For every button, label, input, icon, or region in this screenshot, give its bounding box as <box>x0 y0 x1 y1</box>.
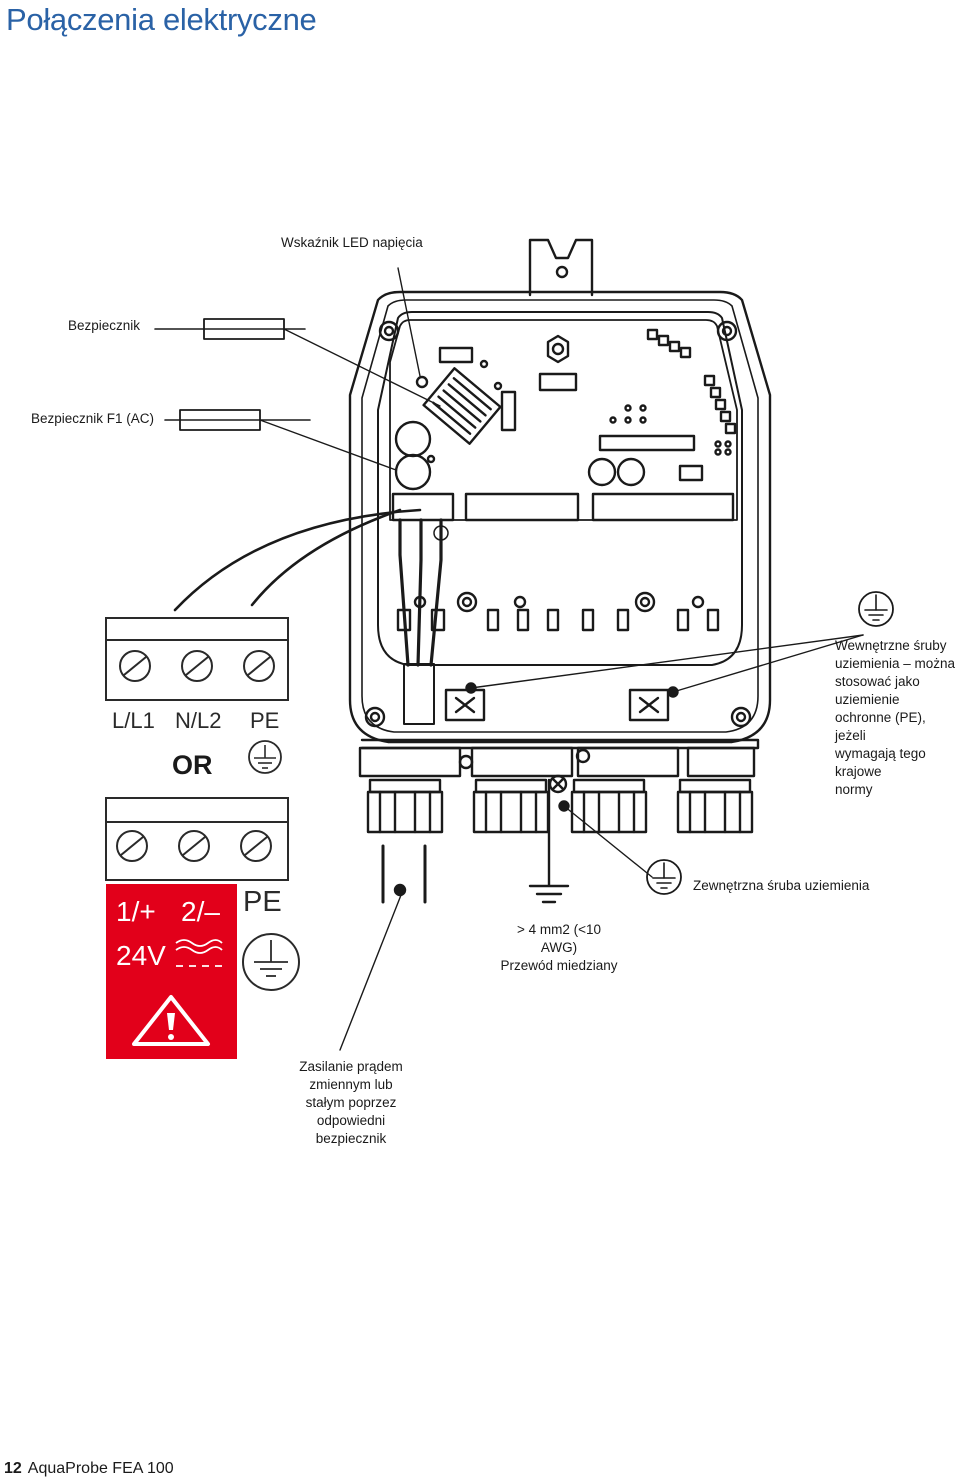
ac-terminal-enlarged <box>105 617 289 701</box>
led-label: Wskaźnik LED napięcia <box>281 235 423 250</box>
or-label: OR <box>172 750 213 780</box>
fuse-f1-label: Bezpiecznik F1 (AC) <box>31 411 155 426</box>
capacitor-2 <box>394 453 432 491</box>
signal-terminal-block-1 <box>464 492 580 522</box>
copper-wire-label: > 4 mm2 (<10 AWG) Przewód miedziany <box>500 922 618 973</box>
warning-triangle-icon <box>132 995 210 1046</box>
terminal-p2-label: 2/– <box>181 896 220 927</box>
signal-terminal-block-2 <box>591 492 735 522</box>
page-number: 12 <box>4 1460 22 1477</box>
page-title: Połączenia elektryczne <box>6 2 317 37</box>
terminal-dc-pe-label: PE <box>243 886 282 918</box>
internal-screws-label: Wewnętrzne śruby uziemienia – można stos… <box>835 638 956 797</box>
voltage-label: 24V <box>116 940 166 971</box>
capacitor-1 <box>394 420 432 458</box>
terminal-n2-label: N/L2 <box>175 708 222 733</box>
fuse-label: Bezpiecznik <box>68 318 141 333</box>
terminal-pe-label: PE <box>250 708 280 733</box>
page-footer: 12 AquaProbe FEA 100 <box>4 1460 174 1478</box>
power-terminal-block <box>391 492 455 522</box>
pcb-board <box>389 319 738 521</box>
mounting-bracket <box>528 238 594 297</box>
housing-outline <box>348 290 772 744</box>
terminal-l1-label: L/L1 <box>112 708 155 733</box>
dc-terminal-enlarged <box>105 797 289 881</box>
terminal-p1-label: 1/+ <box>116 896 156 927</box>
product-name: AquaProbe FEA 100 <box>27 1460 174 1477</box>
external-screw-label: Zewnętrzna śruba uziemienia <box>693 878 870 893</box>
supply-label: Zasilanie prądem zmiennym lub stałym pop… <box>299 1059 403 1146</box>
led-indicator <box>415 375 429 389</box>
